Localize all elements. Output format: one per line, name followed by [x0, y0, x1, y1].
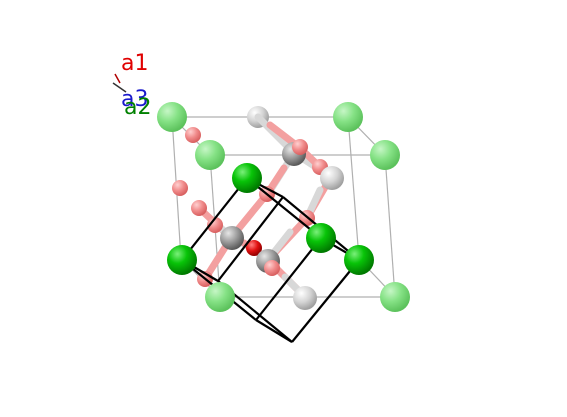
atom-red-bright — [246, 240, 262, 256]
atom-green — [306, 223, 336, 253]
atom-green-faded — [380, 282, 410, 312]
atom-green-faded — [157, 102, 187, 132]
atom-green-faded — [370, 140, 400, 170]
atom-red — [264, 260, 280, 276]
atom-grey — [293, 286, 317, 310]
axis-a2-label: a2 — [124, 95, 151, 120]
middle-atoms — [191, 139, 344, 310]
axis-a1-line — [114, 73, 121, 84]
atom-green — [167, 245, 197, 275]
axis-indicator: a1 a3 a2 — [112, 51, 151, 120]
atom-green-faded — [333, 102, 363, 132]
atom-red — [292, 139, 308, 155]
atom-grey — [320, 166, 344, 190]
axis-a1-label: a1 — [121, 51, 148, 76]
atom-green — [344, 245, 374, 275]
front-atoms — [167, 163, 410, 312]
atom-red — [191, 200, 207, 216]
atom-grey — [220, 226, 244, 250]
atom-red-faded — [172, 180, 188, 196]
axis-a2-line — [112, 82, 127, 93]
atom-green-faded — [195, 140, 225, 170]
atom-red-faded — [185, 127, 201, 143]
axis-a3-label: a3 — [121, 87, 148, 112]
atom-red — [207, 217, 223, 233]
atom-green-faded — [205, 282, 235, 312]
atom-green — [232, 163, 262, 193]
